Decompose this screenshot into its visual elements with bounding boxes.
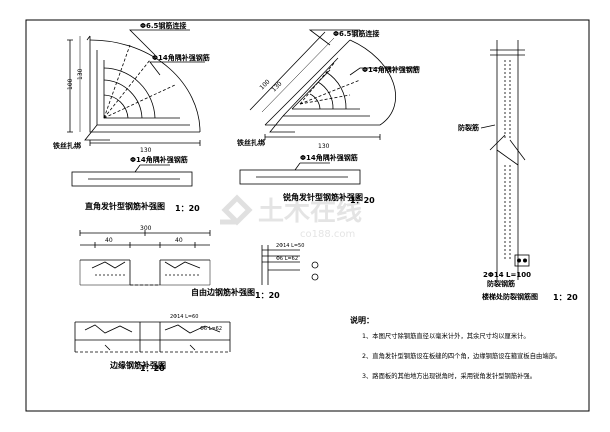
panel-a-section-label: Φ14角隅补强钢筋 [130, 155, 188, 164]
panel-a-label-wire: 铁丝扎绑 [53, 141, 81, 150]
panel-b-caption: 锐角发针型钢筋补强图 [283, 192, 363, 202]
watermark-sub: co188.com [300, 229, 355, 240]
panel-a-dim-bottom: 130 [140, 147, 152, 154]
panel-d-dim-top: 300 [140, 225, 152, 232]
panel-f-label-top: 2Φ14 L=50 [276, 243, 304, 249]
panel-a-drawing [67, 29, 205, 146]
panel-b-dim-bottom: 130 [318, 143, 330, 150]
panel-e-label-mid: Φ6 L=62 [200, 326, 222, 332]
notes-title: 说明： [350, 315, 374, 325]
watermark: 土木在线 co188.com [220, 194, 362, 240]
panel-d-scale: 1：20 [255, 291, 280, 300]
panel-b-label-tie: Φ6.5钢筋连接 [333, 29, 379, 38]
notes-item-1: 1、本图尺寸除钢筋直径以毫米计外，其余尺寸均以厘米计。 [362, 331, 530, 340]
panel-e-label-top: 2Φ14 L=60 [170, 314, 198, 320]
panel-d-caption: 自由边钢筋补强图 [191, 287, 255, 297]
panel-c-bar-dot-1 [517, 258, 521, 263]
panel-c-scale: 1：20 [553, 293, 578, 302]
panel-e-drawing [74, 321, 231, 353]
panel-c-caption: 楼梯处防裂钢筋图 [482, 292, 538, 301]
panel-c-label-bar: 2Φ14 L=100 [483, 271, 531, 279]
panel-c-drawing [480, 40, 530, 280]
panel-a-label-bar: Φ14角隅补强钢筋 [152, 53, 210, 62]
panel-a-dim-inner: 130 [77, 68, 84, 80]
panel-b-section [239, 162, 361, 185]
notes-item-2: 2、直角发针型钢筋设在板缝的四个角，边缘钢筋设在箍宣板自由端部。 [362, 351, 561, 360]
panel-c-label-bar2: 防裂钢筋 [487, 279, 515, 288]
watermark-text: 土木在线 [258, 197, 362, 227]
panel-a-caption: 直角发针型钢筋补强图 [85, 201, 165, 211]
panel-f-drawing [261, 245, 319, 285]
panel-b-label-bar: Φ14角隅补强钢筋 [362, 65, 420, 74]
panel-e-scale: 1：20 [140, 364, 165, 373]
panel-c-bar-dot-2 [523, 258, 527, 263]
panel-e-caption: 边缘钢筋补强图 [109, 360, 166, 370]
panel-a-scale: 1：20 [175, 204, 200, 213]
panel-b-scale: 1：20 [350, 196, 375, 205]
panel-d-dim-b: 40 [175, 237, 183, 244]
panel-a-section [71, 164, 193, 187]
panel-f-label-mid: Φ6 L=62 [276, 256, 298, 262]
panel-c-label-crack: 防裂筋 [458, 123, 479, 132]
panel-b-section-label: Φ14角隅补强钢筋 [300, 153, 358, 162]
panel-d-dim-a: 40 [105, 237, 113, 244]
panel-a-dim-side: 100 [67, 78, 74, 90]
sheet-border [25, 19, 590, 412]
notes-item-3: 3、路面板的其他地方出现锐角时，采用锐角发针型钢筋补强。 [362, 371, 536, 380]
panel-b-label-wire: 铁丝扎绑 [237, 138, 265, 147]
panel-a-label-tie: Φ6.5钢筋连接 [140, 21, 186, 30]
panel-d-drawing [79, 230, 211, 286]
panel-b-drawing [249, 29, 420, 140]
